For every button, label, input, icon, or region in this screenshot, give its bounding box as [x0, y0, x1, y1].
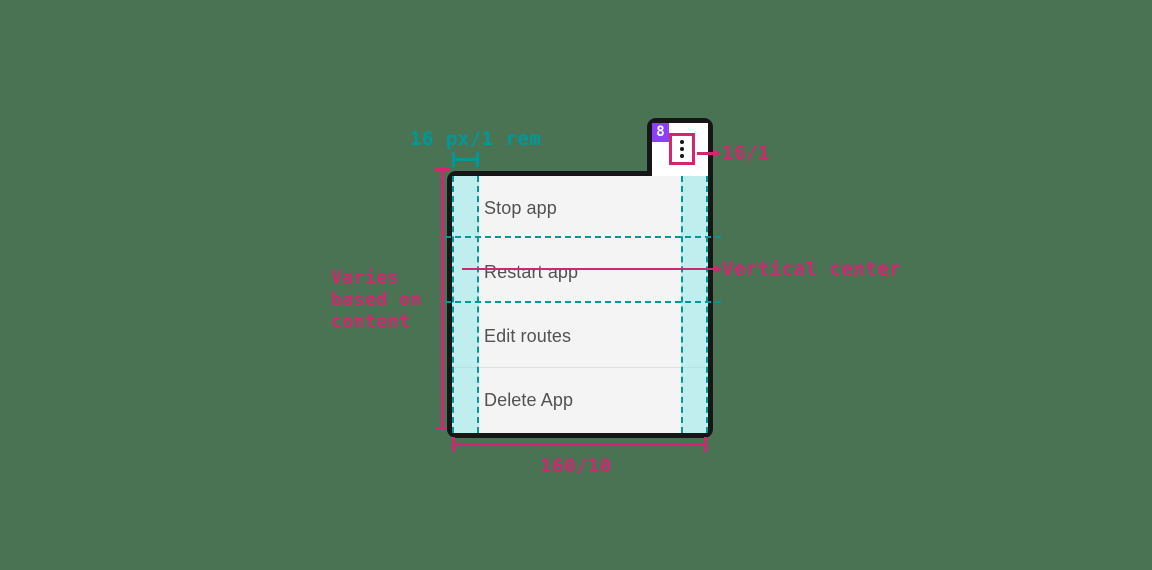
trigger-size-label: 16/1	[722, 142, 770, 164]
height-dimension-line	[435, 168, 450, 430]
overflow-menu-button[interactable]	[669, 133, 695, 165]
menu-item-restart-app[interactable]: Restart app	[484, 262, 579, 282]
width-dimension-label: 160/10	[540, 455, 612, 477]
menu-item-stop-app[interactable]: Stop app	[484, 198, 557, 218]
kebab-menu-icon	[680, 140, 684, 158]
vertical-center-line	[462, 264, 722, 273]
menu-item-edit-routes[interactable]: Edit routes	[452, 304, 708, 368]
trigger-size-leader	[697, 149, 720, 157]
vertical-center-label: Vertical center	[722, 258, 902, 280]
notification-badge: 8	[652, 123, 669, 142]
width-dimension-line	[452, 437, 707, 452]
padding-caption: 16 px/1 rem	[410, 128, 542, 150]
menu-item-delete-app[interactable]: Delete App	[484, 390, 574, 410]
menu-list: Stop app Restart app Edit routes Delete …	[452, 176, 708, 433]
overflow-menu: Stop app Restart app Edit routes Delete …	[445, 118, 721, 438]
height-dimension-label: Varies based on content	[331, 267, 422, 332]
padding-bracket-icon	[452, 152, 479, 167]
